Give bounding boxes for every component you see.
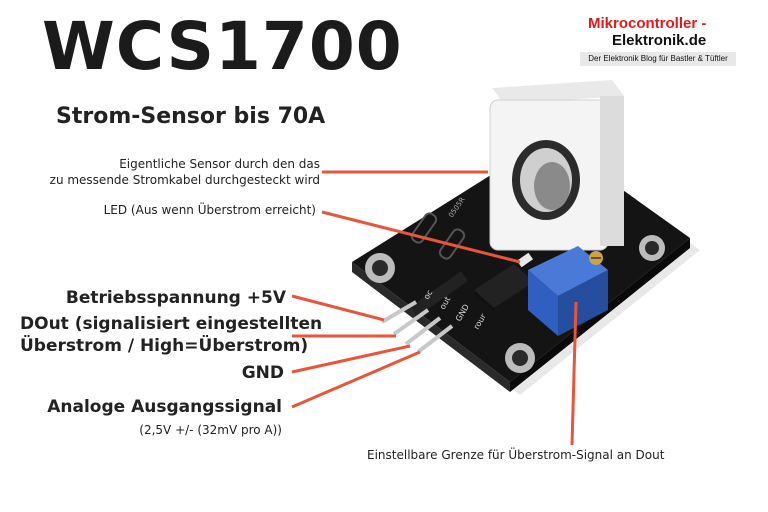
page-subtitle: Strom-Sensor bis 70A [56,104,326,129]
brand-name-line2: Elektronik.de [612,32,707,49]
leader-line-vcc [291,294,385,322]
annotation-sensor-line1: Eigentliche Sensor durch den das [119,157,320,171]
leader-line-aout [291,350,421,409]
leader-lines [291,170,578,446]
silkscreen-pin-label: oc [422,288,434,301]
header-pins [380,271,468,354]
mounting-hole [505,343,535,373]
annotation-dout: DOut (signalisiert eingestellten Überstr… [20,313,322,357]
smd-led [516,252,534,268]
annotation-dout-line2: Überstrom / High=Überstrom) [20,336,309,356]
mounting-hole [639,235,665,261]
annotation-vcc: Betriebsspannung +5V [65,288,286,308]
mounting-hole [365,253,395,283]
annotation-sensor: Eigentliche Sensor durch den das zu mess… [50,156,320,188]
brand-tagline: Der Elektronik Blog für Bastler & Tüftle… [580,52,736,66]
annotation-led: LED (Aus wenn Überstrom erreicht) [103,203,316,217]
annotation-sensor-line2: zu messende Stromkabel durchgesteckt wir… [49,173,320,187]
brand-name-line1: Mikrocontroller - [588,15,707,32]
leader-line-potentiometer [570,301,578,446]
leader-line-gnd [291,344,411,374]
potentiometer [528,246,608,336]
annotation-dout-line1: DOut (signalisiert eingestellten [20,314,323,334]
silkscreen-outline [410,212,438,244]
annotation-aout-detail: (2,5V +/- (32mV pro A)) [139,423,282,437]
annotation-potentiometer: Einstellbare Grenze für Überstrom-Signal… [367,448,665,462]
pcb-board-edge-right [510,238,690,392]
leader-line-led [321,210,521,264]
comparator-ic [474,264,534,312]
annotation-gnd: GND [241,363,284,383]
annotation-aout: Analoge Ausgangssignal [47,397,282,417]
page-title: WCS1700 [42,8,403,85]
sensor-housing [489,80,624,251]
